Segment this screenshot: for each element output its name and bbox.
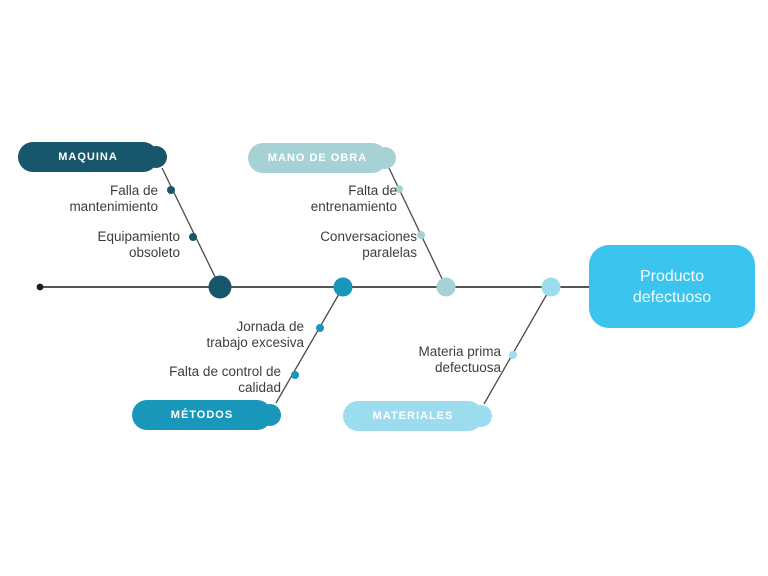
- cause-label-jornada-trabajo-excesiva: Jornada de trabajo excesiva: [206, 319, 304, 351]
- cause-line: Falla de: [109, 183, 158, 198]
- category-label-materiales: MATERIALES: [372, 410, 454, 422]
- cause-label-falta-control-calidad: Falta de control de calidad: [169, 364, 281, 396]
- cause-dot-falta-de-entrenamiento: [395, 185, 403, 193]
- category-pill-mano-de-obra: MANO DE OBRA: [248, 143, 396, 173]
- category-label-maquina: MAQUINA: [58, 151, 118, 163]
- cause-label-falta-de-entrenamiento: Falta de entrenamiento: [311, 183, 397, 215]
- category-label-metodos: MÉTODOS: [170, 409, 234, 421]
- spine-node-maquina: [208, 275, 232, 299]
- effect-label-line: Producto: [639, 267, 705, 285]
- cause-line: Falta de control de: [169, 364, 281, 379]
- cause-label-conversaciones-paralelas: Conversaciones paralelas: [320, 229, 417, 261]
- cause-line: Falta de: [348, 183, 397, 198]
- spine-node-materiales: [541, 277, 561, 297]
- cause-dot-equipamiento-obsoleto: [189, 233, 197, 241]
- cause-dot-materia-prima-defectuosa: [509, 351, 517, 359]
- cause-dot-falta-control-calidad: [291, 371, 299, 379]
- cause-line: trabajo excesiva: [206, 335, 304, 350]
- cause-line: Jornada de: [236, 319, 304, 334]
- effect-box: Producto defectuoso: [589, 245, 755, 328]
- cause-label-materia-prima-defectuosa: Materia prima defectuosa: [418, 344, 501, 376]
- cause-dot-falla-de-mantenimiento: [167, 186, 175, 194]
- cause-line: paralelas: [362, 245, 417, 260]
- spine-node-metodos: [333, 277, 353, 297]
- category-pill-maquina: MAQUINA: [18, 142, 167, 172]
- branch-line-maquina: [161, 167, 221, 288]
- branch-line-metodos: [275, 286, 344, 404]
- spine-node-mano-de-obra: [436, 277, 456, 297]
- category-label-mano-de-obra: MANO DE OBRA: [267, 152, 368, 164]
- effect-label-line: defectuoso: [632, 288, 712, 306]
- spine-start-dot: [36, 283, 44, 291]
- cause-dot-jornada-trabajo-excesiva: [316, 324, 324, 332]
- cause-line: defectuosa: [434, 360, 501, 375]
- cause-line: entrenamiento: [310, 199, 397, 214]
- cause-label-falla-de-mantenimiento: Falla de mantenimiento: [69, 183, 158, 215]
- category-pill-materiales: MATERIALES: [343, 401, 492, 431]
- cause-line: mantenimiento: [69, 199, 158, 214]
- cause-line: Materia prima: [418, 344, 501, 359]
- cause-line: Equipamiento: [97, 229, 180, 244]
- cause-line: calidad: [238, 380, 281, 395]
- cause-label-equipamiento-obsoleto: Equipamiento obsoleto: [97, 229, 180, 261]
- cause-line: Conversaciones: [320, 229, 417, 244]
- category-pill-metodos: MÉTODOS: [132, 400, 281, 430]
- branch-line-materiales: [483, 286, 552, 405]
- cause-line: obsoleto: [128, 245, 180, 260]
- cause-dot-conversaciones-paralelas: [417, 231, 425, 239]
